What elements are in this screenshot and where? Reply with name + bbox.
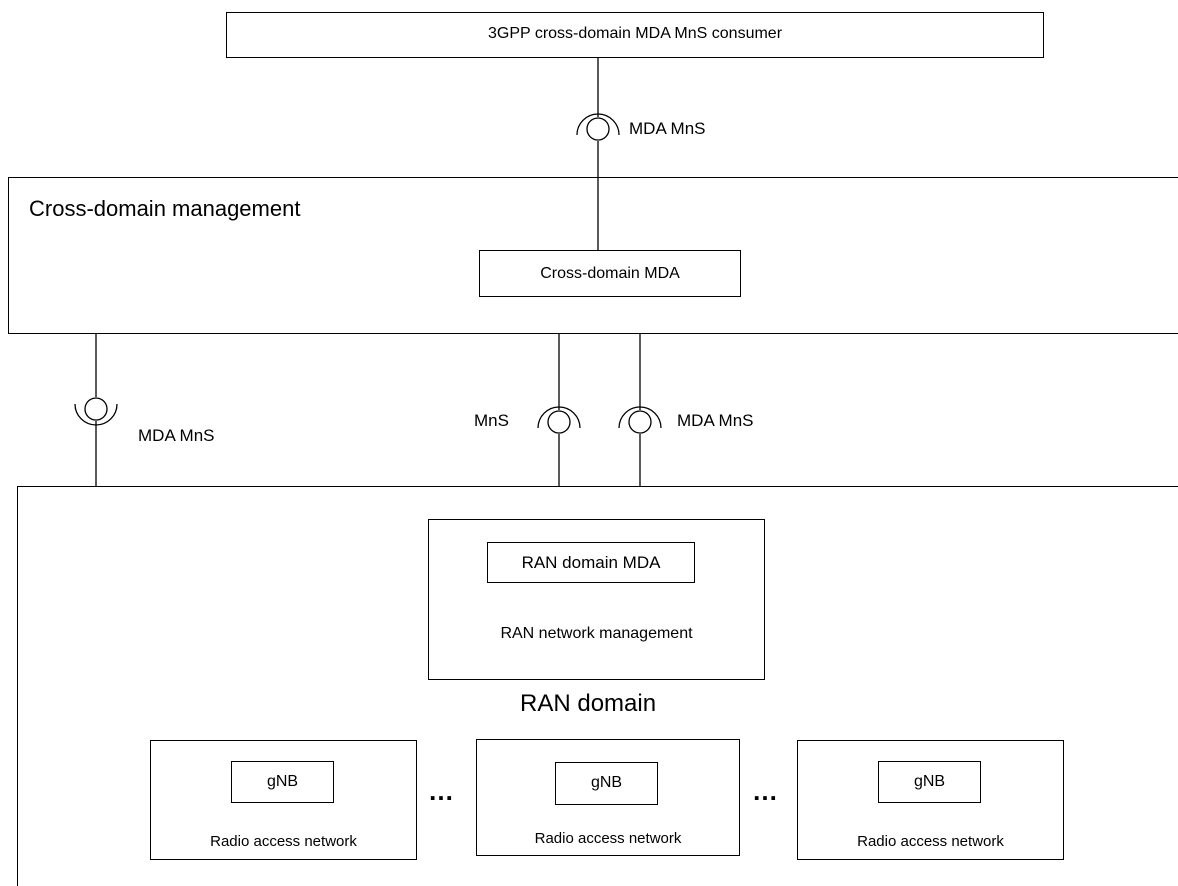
ran-domain-title: RAN domain <box>520 690 657 717</box>
right-interface-label: MDA MnS <box>677 411 754 430</box>
ellipsis: … <box>428 776 454 806</box>
gnb-label: gNB <box>913 773 946 790</box>
radio-access-network-box: gNB Radio access network <box>797 740 1064 860</box>
ellipsis: … <box>752 776 778 806</box>
gnb-label: gNB <box>590 774 623 791</box>
cross-domain-mda-box: Cross-domain MDA <box>479 250 741 297</box>
mid-interface-symbol <box>537 406 581 434</box>
gnb-box: gNB <box>555 762 658 805</box>
right-interface-symbol <box>618 406 662 434</box>
top-interface-label: MDA MnS <box>629 119 706 138</box>
cross-domain-management-box: Cross-domain management <box>8 177 1178 334</box>
ran-network-management-label: RAN network management <box>500 625 693 642</box>
gnb-box: gNB <box>231 761 334 803</box>
mid-interface-label: MnS <box>474 411 509 430</box>
gnb-box: gNB <box>878 761 981 803</box>
ran-network-management-box: RAN domain MDA RAN network management <box>428 519 765 680</box>
radio-access-network-label: Radio access network <box>857 833 1004 850</box>
radio-access-network-box: gNB Radio access network <box>476 739 740 856</box>
left-interface-symbol <box>74 397 118 426</box>
cross-domain-mda-label: Cross-domain MDA <box>540 265 680 282</box>
top-interface-symbol <box>576 113 620 141</box>
radio-access-network-box: gNB Radio access network <box>150 740 417 860</box>
cross-domain-management-title: Cross-domain management <box>29 196 301 221</box>
consumer-box: 3GPP cross-domain MDA MnS consumer <box>226 12 1044 58</box>
consumer-label: 3GPP cross-domain MDA MnS consumer <box>487 25 783 42</box>
radio-access-network-label: Radio access network <box>210 833 357 850</box>
ran-domain-mda-label: RAN domain MDA <box>521 553 661 572</box>
ran-domain-mda-box: RAN domain MDA <box>487 542 695 583</box>
left-interface-label: MDA MnS <box>138 426 215 445</box>
ran-domain-box <box>17 486 1178 886</box>
gnb-label: gNB <box>266 773 299 790</box>
radio-access-network-label: Radio access network <box>534 830 682 847</box>
